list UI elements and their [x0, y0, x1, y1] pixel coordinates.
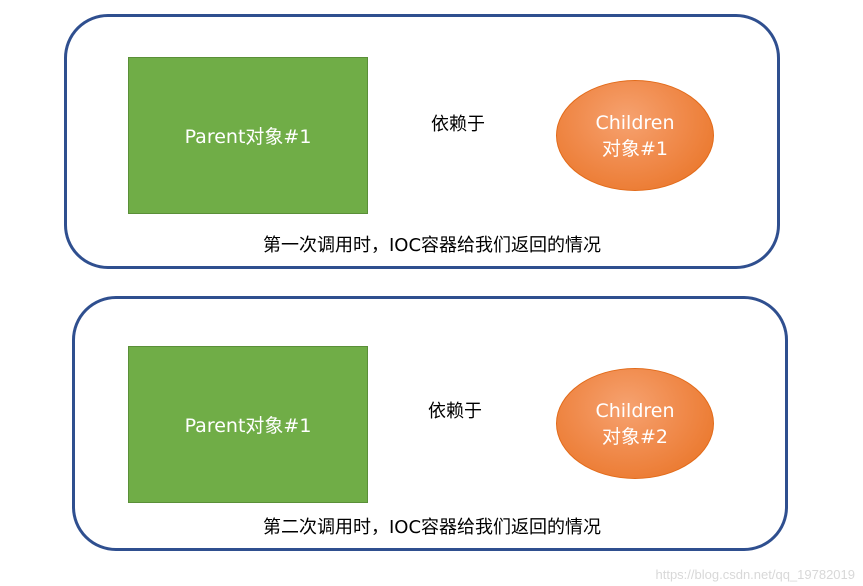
parent-object-box-2: Parent对象#1 — [128, 346, 368, 503]
child-object-label-line2-1: 对象#1 — [601, 137, 668, 160]
scenario-caption-1: 第一次调用时，IOC容器给我们返回的情况 — [263, 235, 602, 256]
dependency-label-2: 依赖于 — [428, 401, 482, 422]
parent-object-label-2: Parent对象#1 — [184, 415, 312, 437]
parent-object-label-1: Parent对象#1 — [184, 126, 312, 148]
parent-object-box-1: Parent对象#1 — [128, 57, 368, 214]
child-object-label-line1-1: Children — [595, 111, 675, 134]
child-object-ellipse-1: Children 对象#1 — [556, 80, 714, 191]
scenario-caption-2: 第二次调用时，IOC容器给我们返回的情况 — [263, 517, 602, 538]
child-object-label-line2-2: 对象#2 — [601, 425, 668, 448]
watermark: https://blog.csdn.net/qq_19782019 — [655, 567, 856, 582]
child-object-label-line1-2: Children — [595, 399, 675, 422]
dependency-label-1: 依赖于 — [431, 114, 485, 135]
child-object-ellipse-2: Children 对象#2 — [556, 368, 714, 479]
